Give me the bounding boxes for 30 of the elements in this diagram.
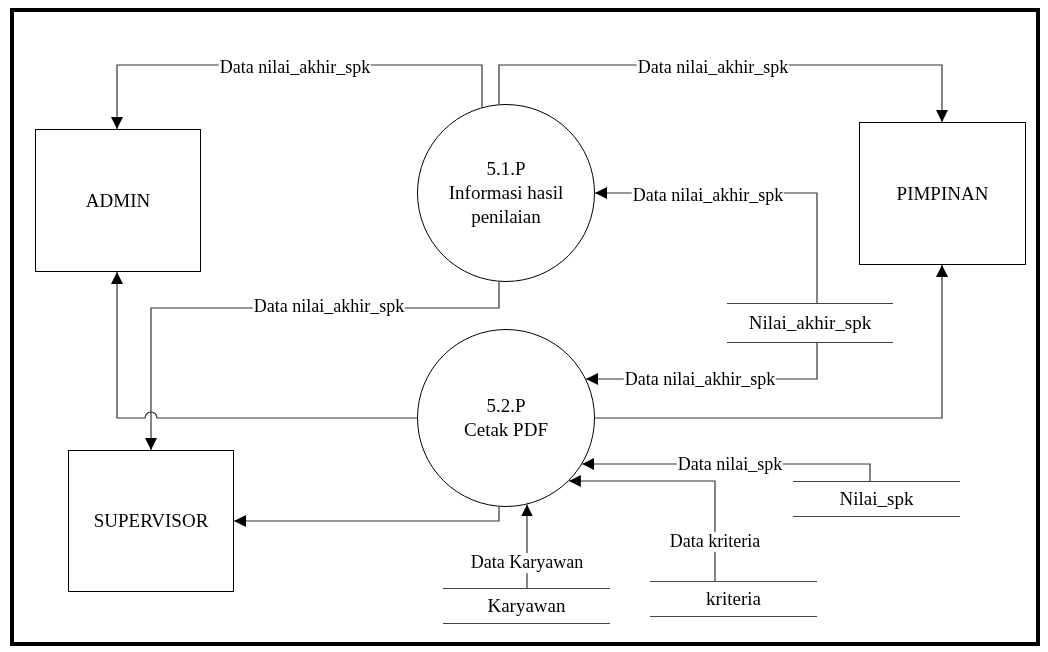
data-flow-arrow [111,271,418,419]
process-name: Cetak PDF [464,418,548,442]
data-flow-arrow [233,506,500,527]
data-store [650,581,817,617]
data-store [727,303,893,343]
process-number: 5.2.P [486,394,526,418]
data-flow-arrow [568,475,716,582]
edge-label: Data nilai_akhir_spk [218,58,372,78]
data-flow-arrow [594,264,948,419]
entity-box [35,129,201,272]
process-number: 5.1.P [486,157,526,182]
data-store [793,481,960,517]
edge-label: Data nilai_akhir_spk [623,370,777,390]
edge-label: Data nilai_spk [676,455,784,475]
entity-box [68,450,234,592]
edge-label: Data kriteria [668,532,762,552]
process-name: Informasi hasil penilaian [447,181,565,229]
entity-name: PIMPINAN [896,181,989,206]
edge-label: Data nilai_akhir_spk [252,297,406,317]
data-store-name: kriteria [706,587,761,611]
data-store-name: Nilai_spk [839,487,914,511]
data-store-name: Nilai_akhir_spk [748,311,872,335]
data-store [443,588,610,624]
edge-label: Data Karyawan [469,553,585,573]
data-store-name: Karyawan [487,594,566,618]
entity-name: SUPERVISOR [93,509,209,533]
edge-label: Data nilai_akhir_spk [631,186,785,206]
edge-label: Data nilai_akhir_spk [636,58,790,78]
entity-box [859,122,1026,265]
entity-name: ADMIN [85,188,151,213]
